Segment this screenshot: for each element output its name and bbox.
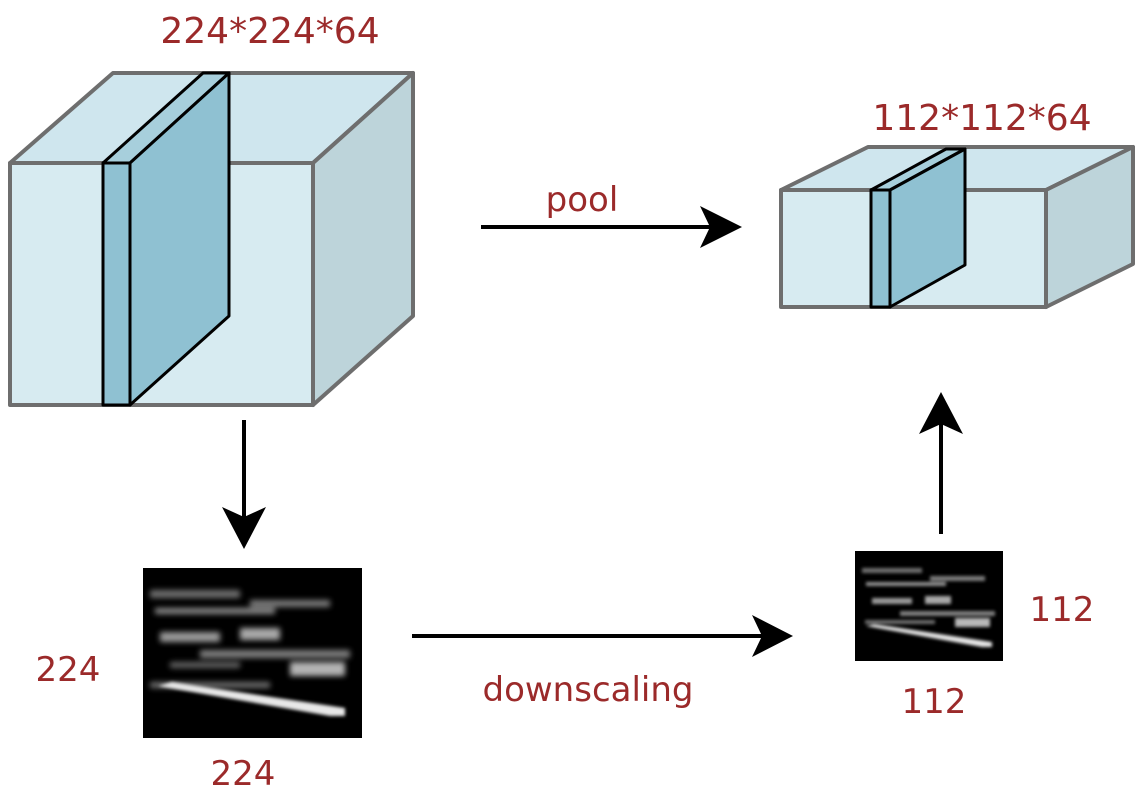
output-map-height-label: 112 bbox=[1030, 590, 1095, 630]
downscaling-arrow bbox=[412, 615, 793, 657]
pool-arrow bbox=[481, 206, 742, 248]
output-feature-map bbox=[855, 551, 1003, 661]
extract-arrow bbox=[222, 420, 266, 549]
pooled-volume-cube bbox=[779, 145, 1135, 309]
input-slice-front bbox=[101, 161, 132, 407]
input-map-width-label: 224 bbox=[211, 754, 276, 794]
input-map-height-label: 224 bbox=[36, 650, 101, 690]
input-volume-label: 224*224*64 bbox=[160, 11, 379, 52]
pooled-volume-label: 112*112*64 bbox=[872, 98, 1091, 139]
downscaling-label: downscaling bbox=[482, 670, 693, 710]
input-volume-cube bbox=[8, 71, 415, 407]
reassemble-arrow bbox=[919, 392, 963, 534]
input-feature-map bbox=[143, 568, 362, 738]
output-map-width-label: 112 bbox=[902, 682, 967, 722]
input-slice-side bbox=[128, 71, 231, 407]
pool-label: pool bbox=[546, 180, 619, 220]
pooled-slice-side bbox=[888, 147, 967, 309]
pooled-slice-front bbox=[869, 188, 892, 309]
